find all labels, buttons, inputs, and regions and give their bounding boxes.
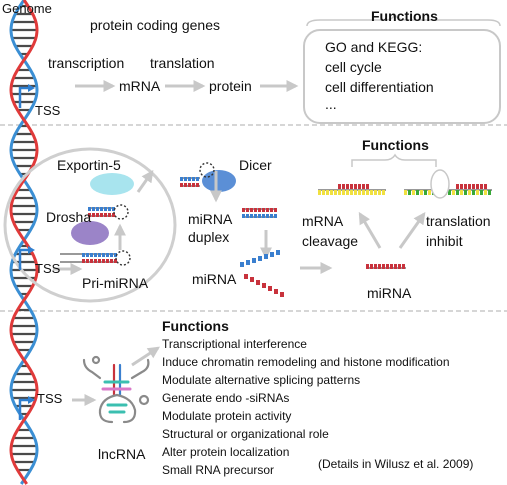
tss-label-1: TSS (35, 103, 61, 118)
rna-structures (60, 162, 492, 297)
genome-label: Genome (2, 1, 52, 16)
functions-bracket-top (306, 13, 501, 27)
citation-label: (Details in Wilusz et al. 2009) (318, 457, 474, 471)
pre-mirna-loop (113, 204, 129, 220)
pri-mirna-label: Pri-miRNA (82, 275, 149, 291)
mirna-duplex-label-1: miRNA (188, 211, 233, 227)
lncrna-label: lncRNA (98, 446, 146, 462)
cyto-pre-mirna-loop (199, 162, 215, 178)
ribosome (430, 169, 450, 199)
drosha-blob (71, 221, 109, 245)
tss-arrow-1 (18, 86, 30, 108)
tss-arrow-3 (18, 398, 30, 420)
tss-arrow-2 (18, 248, 30, 270)
mrna-label: mRNA (119, 78, 161, 94)
functions-title-top: Functions (371, 8, 438, 24)
pri-mirna-loop (115, 250, 131, 266)
lncrna-structure (82, 355, 150, 424)
unwinding-mirna (240, 250, 284, 297)
translation-label: translation (150, 55, 215, 71)
translation-inhibit-label-1: translation (426, 213, 491, 229)
lncrna-functions-title: Functions (162, 318, 229, 334)
dna-helix (9, 0, 39, 485)
cyto-pre-mirna-stem (180, 177, 200, 187)
mature-mirna (366, 264, 406, 269)
mrna-cleavage-label-1: mRNA (302, 213, 344, 229)
arrow-lncrna-to-functions (131, 346, 161, 367)
arrow-to-cleavage (358, 211, 382, 249)
mirna-single-label: miRNA (192, 271, 237, 287)
mirna-mature-label: miRNA (367, 285, 412, 301)
mrna-cleavage-label-2: cleavage (302, 233, 359, 249)
pre-mirna-stem (88, 207, 115, 217)
nucleus-circle (3, 147, 177, 303)
mirna-functions-title: Functions (362, 137, 429, 153)
lncrna-function-7: Alter protein localization (162, 445, 290, 459)
dna-strand-red (9, 0, 39, 485)
dicer-label: Dicer (239, 157, 272, 173)
lncrna-function-1: Transcriptional interference (162, 337, 307, 351)
drosha-label: Drosha (46, 209, 92, 225)
mirna-duplex-label-2: duplex (188, 229, 230, 245)
lncrna-function-3: Modulate alternative splicing patterns (162, 373, 361, 387)
dna-strand-blue (9, 0, 39, 485)
mirna-functions-bracket (351, 153, 437, 167)
dicer-blob (202, 170, 236, 192)
arrow-to-inhibit (398, 212, 426, 249)
tss-label-3: TSS (37, 391, 63, 406)
mrna-cleavage-target (318, 184, 386, 195)
functions-box (303, 29, 501, 124)
lncrna-function-2: Induce chromatin remodeling and histone … (162, 355, 450, 369)
mirna-duplex (242, 208, 277, 218)
lncrna-function-5: Modulate protein activity (162, 409, 292, 423)
translation-inhibit-target (404, 169, 492, 199)
exportin-blob (90, 173, 134, 195)
transcription-label: transcription (48, 55, 125, 71)
functions-line-4: ... (325, 96, 337, 112)
protein-coding-genes-label: protein coding genes (90, 17, 220, 33)
functions-line-3: cell differentiation (325, 79, 434, 95)
arrow-to-exportin (136, 170, 154, 193)
functions-line-2: cell cycle (325, 59, 382, 75)
pri-mirna-stem (82, 253, 117, 263)
protein-label: protein (209, 78, 252, 94)
lncrna-function-6: Structural or organizational role (162, 427, 329, 441)
tss-label-2: TSS (35, 261, 61, 276)
functions-line-1: GO and KEGG: (325, 39, 423, 55)
translation-inhibit-label-2: inhibit (426, 233, 463, 249)
exportin-label: Exportin-5 (57, 157, 121, 173)
lncrna-function-4: Generate endo -siRNAs (162, 391, 290, 405)
lncrna-function-8: Small RNA precursor (162, 463, 275, 477)
